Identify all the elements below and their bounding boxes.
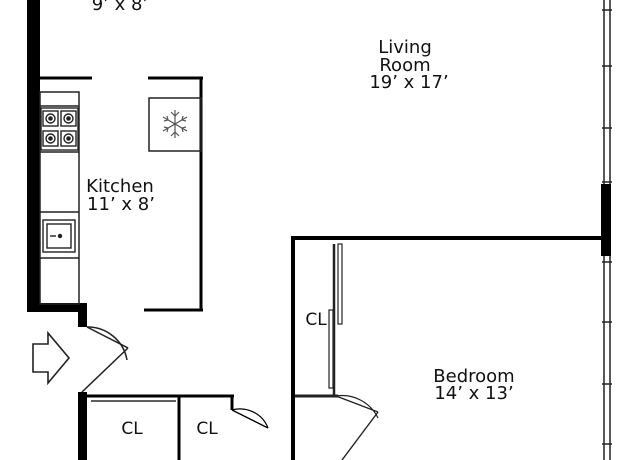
entry-closet-right-label: CL — [196, 419, 218, 439]
bedroom-closet-label: CL — [305, 310, 327, 330]
living-room-name-line1: Living — [378, 37, 432, 58]
bedroom-north-wall — [291, 236, 609, 240]
east-wall-pier — [601, 184, 611, 256]
kitchen-name: Kitchen — [86, 176, 154, 197]
refrigerator — [148, 97, 202, 152]
sink-icon — [42, 219, 76, 253]
bedroom-name: Bedroom — [433, 366, 514, 387]
kitchen-counters — [39, 91, 80, 305]
entry-arrow-icon — [32, 330, 71, 386]
bedroom-closet — [295, 243, 379, 460]
kitchen-dims: 11’ x 8’ — [87, 194, 155, 215]
entry-door — [81, 326, 129, 393]
walls — [27, 0, 611, 460]
entry-closets — [87, 394, 269, 460]
bedroom-west-wall — [291, 236, 295, 460]
entry-wall-stub — [78, 303, 87, 327]
top-room-dims: 9’ x 8’ — [92, 0, 148, 15]
east-window-wall — [602, 0, 612, 460]
living-room-dims: 19’ x 17’ — [369, 72, 448, 93]
entry-closet-west-wall — [78, 392, 87, 460]
west-counter — [39, 91, 80, 305]
living-room-name-line2: Room — [379, 55, 430, 76]
west-wall — [27, 0, 40, 312]
snowflake-icon — [162, 110, 188, 138]
entry-closet-left-label: CL — [121, 419, 143, 439]
bedroom-dims: 14’ x 13’ — [434, 383, 513, 404]
stove-icon — [40, 107, 79, 151]
entry-wall-corner — [27, 303, 87, 312]
